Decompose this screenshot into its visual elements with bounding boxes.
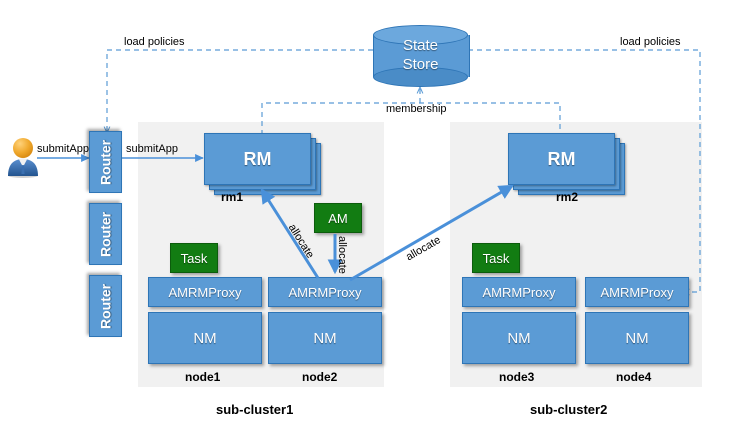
edge-allocate-proxy-rm1 <box>260 188 320 279</box>
node1-caption: node1 <box>185 370 221 384</box>
state-store-line1: State <box>402 37 439 55</box>
state-store: State Store <box>373 25 470 87</box>
rm1-box[interactable]: RM <box>204 133 311 185</box>
label-submitapp-user: submitApp <box>37 143 89 155</box>
node2-am[interactable]: AM <box>314 203 362 233</box>
rm2-caption: rm2 <box>556 190 579 204</box>
edge-load-policies-right <box>468 49 701 292</box>
subcluster1-caption: sub-cluster1 <box>216 402 294 417</box>
node2-amrmproxy[interactable]: AMRMProxy <box>268 277 382 307</box>
node1-amrmproxy[interactable]: AMRMProxy <box>148 277 262 307</box>
edge-membership <box>261 87 561 135</box>
node4-nm[interactable]: NM <box>585 312 689 364</box>
label-load-policies-left: load policies <box>124 36 185 48</box>
node2-nm[interactable]: NM <box>268 312 382 364</box>
subcluster2-caption: sub-cluster2 <box>530 402 608 417</box>
node3-nm[interactable]: NM <box>462 312 576 364</box>
edge-load-policies-left <box>107 49 373 133</box>
state-store-top <box>373 25 468 45</box>
node1-nm[interactable]: NM <box>148 312 262 364</box>
rm2-box[interactable]: RM <box>508 133 615 185</box>
user-icon <box>6 136 40 178</box>
label-membership: membership <box>386 103 447 115</box>
node3-caption: node3 <box>499 370 535 384</box>
node3-amrmproxy[interactable]: AMRMProxy <box>462 277 576 307</box>
rm2-stack[interactable]: RM <box>508 133 625 195</box>
rm1-caption: rm1 <box>221 190 244 204</box>
state-store-line2: Store <box>402 56 439 73</box>
edge-allocate-proxy-rm2 <box>349 184 514 282</box>
node2-caption: node2 <box>302 370 338 384</box>
label-allocate-am-proxy: allocate <box>336 236 348 274</box>
node3-task[interactable]: Task <box>472 243 520 273</box>
state-store-label: State Store <box>373 25 468 87</box>
label-load-policies-right: load policies <box>620 36 681 48</box>
node1-task[interactable]: Task <box>170 243 218 273</box>
node4-amrmproxy[interactable]: AMRMProxy <box>585 277 689 307</box>
label-submitapp-router: submitApp <box>126 143 178 155</box>
node4-caption: node4 <box>616 370 652 384</box>
